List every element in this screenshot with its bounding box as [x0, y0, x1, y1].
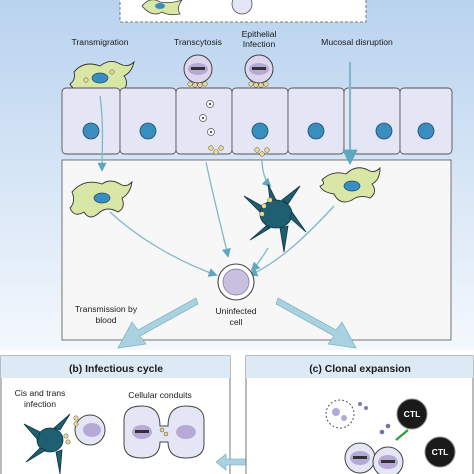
label-uninfected-line2: cell [230, 317, 243, 327]
arrow-to-panel-b [117, 297, 199, 349]
arrow-macrophage-to-cell [109, 211, 218, 277]
dendritic-cell-icon [243, 183, 307, 253]
arrow-to-uninfected [205, 161, 231, 258]
label-transmigration: Transmigration [72, 37, 129, 47]
label-transmission-blood-line2: blood [95, 315, 116, 325]
macrophage-icon-lamina [69, 180, 133, 218]
ctl-label-1: CTL [404, 409, 421, 419]
dendritic-cell-icon-b [23, 413, 71, 474]
macrophage-icon-right [319, 166, 381, 203]
label-cellular-conduits: Cellular conduits [128, 390, 192, 400]
label-transmission-blood-line1: Transmission by [75, 304, 138, 314]
label-cis-trans-line1: Cis and trans [15, 388, 66, 398]
label-cis-trans-line2: infection [24, 399, 56, 409]
arrow-dc-to-cell [250, 247, 269, 272]
panel-c-title: (c) Clonal expansion [309, 364, 411, 375]
label-uninfected-line1: Uninfected [215, 306, 256, 316]
lymphocyte-icon-c [344, 442, 404, 474]
infected-cell-icon-2 [244, 54, 274, 88]
label-mucosal-disruption: Mucosal disruption [321, 37, 393, 47]
apoptotic-cell-icon [325, 399, 368, 429]
label-epithelial-infection-line2: Infection [243, 39, 276, 49]
infected-cell-icon-1 [183, 54, 213, 88]
label-transcytosis: Transcytosis [174, 37, 222, 47]
ctl-synapse-line [395, 429, 409, 441]
arrow-to-panel-c [275, 297, 357, 349]
granule-dot [379, 429, 385, 435]
uninfected-cell-icon [217, 263, 255, 301]
infected-cell-icon-b [73, 414, 106, 446]
ctl-label-2: CTL [432, 447, 449, 457]
cellular-conduit-icon [123, 405, 205, 459]
epithelial-layer [61, 87, 453, 157]
top-legend-box [119, 0, 367, 23]
label-epithelial-infection-line1: Epithelial [242, 29, 277, 39]
granule-dot [385, 423, 391, 429]
ctl-icon-2 [424, 436, 456, 468]
ctl-icon-1 [396, 398, 428, 430]
arrow-to-dc [261, 159, 272, 188]
arrow-transmigration [97, 95, 107, 172]
panel-b-title: (b) Infectious cycle [69, 364, 163, 375]
